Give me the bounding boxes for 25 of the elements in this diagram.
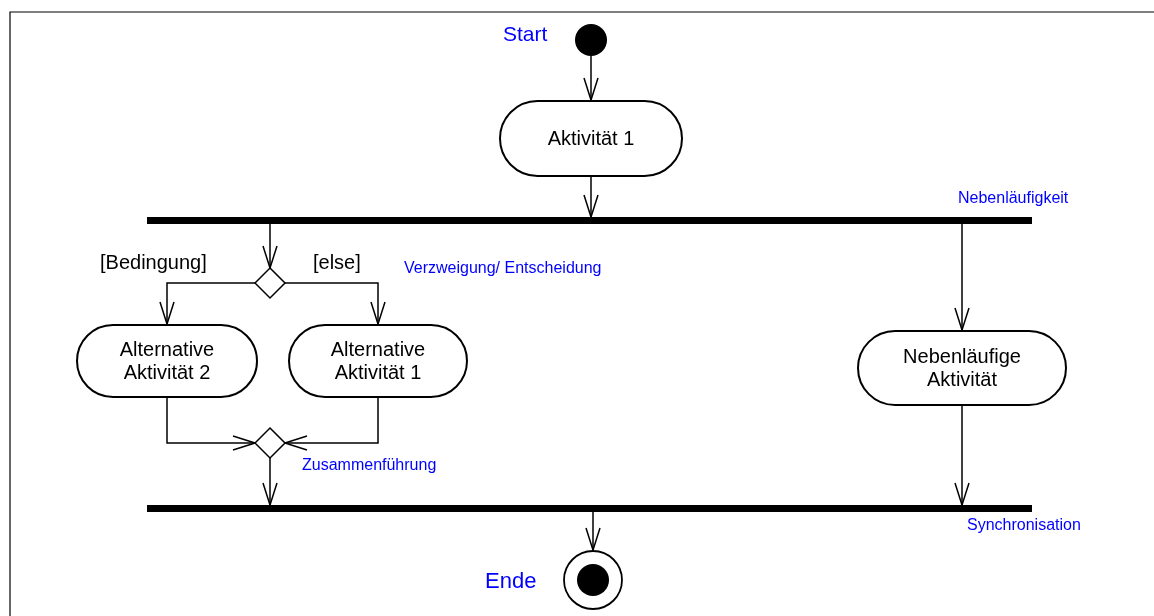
arrow [159, 282, 256, 325]
activity-node: Nebenläufige Aktivität [857, 330, 1067, 406]
arrow [954, 405, 970, 506]
synchronization-bar [147, 217, 1032, 224]
annotation-label: Nebenläufigkeit [958, 189, 1069, 207]
annotation-label: Synchronisation [967, 516, 1081, 534]
arrow [262, 223, 278, 269]
annotation-label: Verzweigung/ Entscheidung [404, 259, 602, 277]
synchronization-bar [147, 505, 1032, 512]
annotation-label: Ende [485, 568, 537, 594]
arrow [583, 176, 599, 218]
guard-label: [else] [311, 251, 363, 274]
annotation-label: Start [503, 22, 548, 46]
activity-node: Alternative Aktivität 1 [288, 324, 468, 398]
annotation-label: Zusammenführung [302, 456, 437, 474]
activity-node: Alternative Aktivität 2 [76, 324, 258, 398]
arrow [284, 397, 379, 451]
arrow [954, 223, 970, 331]
arrow [583, 55, 599, 101]
guard-label: [Bedingung] [98, 251, 209, 274]
arrow [262, 457, 278, 506]
arrow [166, 397, 256, 451]
activity-node: Aktivität 1 [499, 100, 683, 177]
arrow [585, 511, 601, 551]
arrow [284, 282, 386, 325]
